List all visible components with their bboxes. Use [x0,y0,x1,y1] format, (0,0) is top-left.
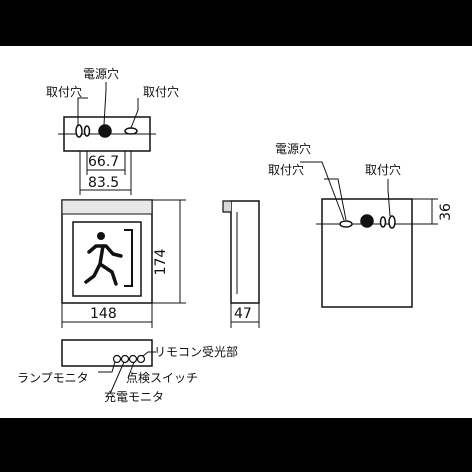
top-right-mount-hole [124,127,138,135]
top-power-hole [98,124,112,138]
leader-back-power [300,161,345,221]
dim-width: 148 [90,306,117,322]
top-left-mount-hole [75,124,83,138]
dim-hole-pitch-outer: 83.5 [88,175,119,191]
charge-monitor-led [120,354,130,364]
top-left-mount-hole-inner [83,125,91,137]
remote-receiver [136,354,146,364]
back-power-hole [360,214,374,228]
leader-back-mount-right [387,179,391,217]
top-view [58,82,156,195]
dim-height: 174 [153,249,169,276]
label-test-switch: 点検スイッチ [126,371,198,385]
back-view [300,161,438,308]
lamp-monitor-led [112,354,122,364]
label-charge-monitor: 充電モニタ [104,389,164,404]
label-remote-receiver: リモコン受光部 [154,344,238,359]
label-mount-hole-right-top: 取付穴 [143,84,179,99]
running-person-exit-icon [84,232,123,286]
bottom-view-body [61,339,153,367]
side-view-top-lip [222,200,231,213]
leader-test-switch [127,361,135,379]
bottom-view [61,339,156,395]
dim-depth: 47 [234,306,252,322]
exit-door-frame [124,229,133,287]
back-right-mount-hole-inner [379,216,387,228]
leader-back-mount-left [324,178,347,221]
back-right-mount-hole [388,215,396,229]
leader-mount-left [77,97,88,125]
test-switch [128,354,138,364]
label-mount-hole-left-top: 取付穴 [46,84,82,99]
front-view [61,199,186,328]
leader-charge-monitor [109,361,125,395]
leader-lamp-monitor [98,361,116,373]
label-power-hole-back: 電源穴 [275,141,311,156]
side-view-body [230,200,260,304]
leader-power [103,82,107,126]
side-view [222,200,260,328]
leader-remote-receiver [142,351,156,357]
front-view-top-band [61,199,153,215]
dim-hole-offset: 36 [438,203,454,221]
label-lamp-monitor: ランプモニタ [17,371,89,385]
label-power-hole-top: 電源穴 [83,66,119,81]
back-left-mount-hole [339,220,353,228]
label-mount-hole-right-back: 取付穴 [365,162,401,177]
front-view-panel [72,221,142,297]
leader-mount-right [130,98,139,129]
dim-hole-pitch-inner: 66.7 [88,154,119,170]
label-mount-hole-left-back: 取付穴 [268,162,304,177]
